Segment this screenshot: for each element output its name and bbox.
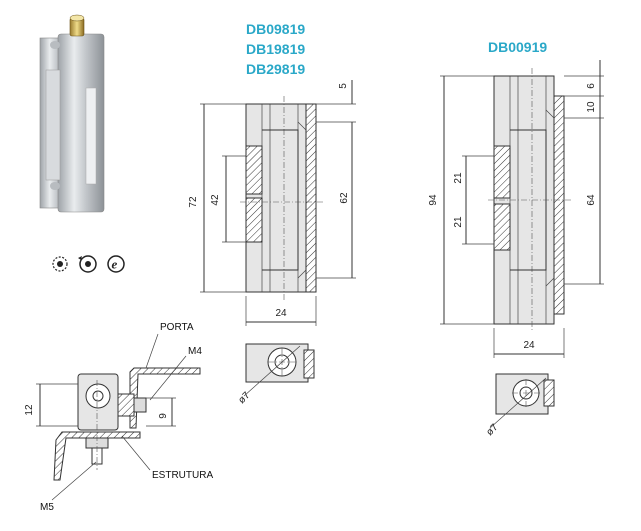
dim-24-left: 24 — [275, 308, 287, 319]
dim-62: 62 — [339, 192, 350, 204]
dim-9: 9 — [158, 413, 169, 419]
label-estrutura: ESTRUTURA — [152, 470, 213, 481]
hinge-top-view-left — [243, 343, 315, 397]
dim-72: 72 — [188, 196, 199, 208]
dim-d7-right: ø7 — [484, 422, 500, 438]
label-m4: M4 — [188, 346, 202, 357]
dim-12: 12 — [24, 404, 35, 416]
hinge-photo — [39, 14, 105, 213]
hinge-elevation-72 — [240, 96, 324, 300]
dim-24-right: 24 — [523, 340, 535, 351]
hinge-top-view-right — [489, 373, 555, 429]
dim-42: 42 — [210, 194, 221, 206]
dim-6: 6 — [586, 83, 597, 89]
product-code-right: DB00919 — [488, 39, 547, 55]
swing-icon — [78, 255, 97, 273]
dim-64: 64 — [586, 194, 597, 206]
label-porta: PORTA — [160, 322, 194, 333]
dim-d7-left: ø7 — [236, 390, 252, 406]
product-code-2: DB19819 — [246, 41, 305, 57]
assembly-detail — [53, 367, 201, 481]
dim-94: 94 — [428, 194, 439, 206]
label-m5: M5 — [40, 502, 54, 513]
dim-5: 5 — [338, 83, 349, 89]
hinge-elevation-94 — [488, 68, 572, 332]
product-code-3: DB29819 — [246, 61, 305, 77]
svg-text:e: e — [112, 257, 118, 272]
dim-21-lower: 21 — [453, 216, 464, 228]
left-dimensions — [200, 80, 356, 326]
product-code-1: DB09819 — [246, 21, 305, 37]
right-dimensions — [440, 60, 604, 358]
dim-10: 10 — [586, 101, 597, 113]
rotation-icon — [52, 256, 68, 272]
e-circle-icon: e — [107, 255, 125, 273]
dim-21-upper: 21 — [453, 172, 464, 184]
assembly-dimensions — [36, 333, 187, 501]
